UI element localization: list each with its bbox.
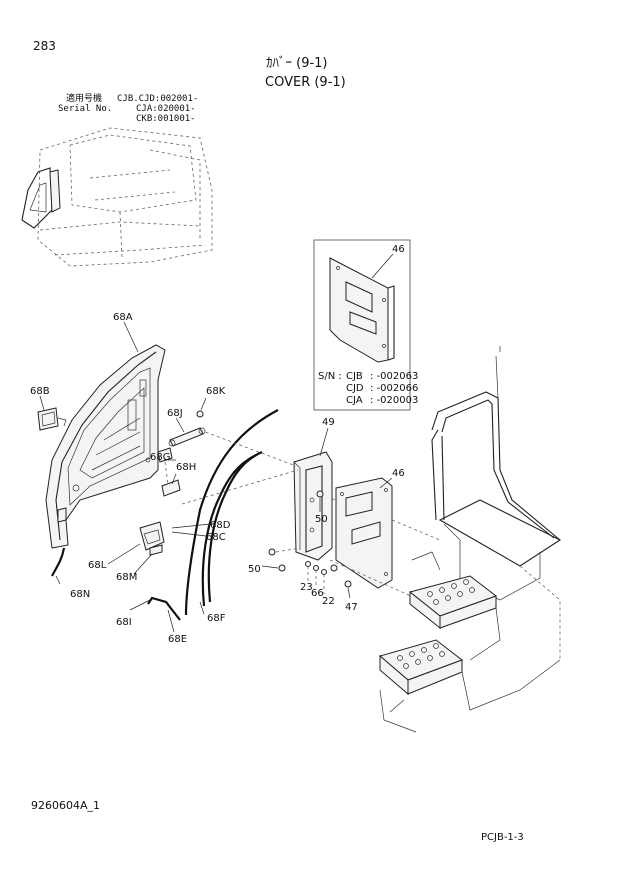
serial-line-1: CJB.CJD:002001- (117, 94, 199, 104)
clip-68l-68m (139, 521, 165, 556)
serial-label-en: Serial No. (58, 104, 113, 114)
nut-68k (196, 410, 204, 418)
callout-23: 23 (300, 582, 313, 593)
inset-code-1: CJB (346, 371, 363, 382)
machine-overview-sketch (21, 127, 213, 267)
bolt-50-lower (268, 548, 276, 556)
callout-68i: 68I (116, 617, 132, 628)
damper-68j (168, 427, 206, 447)
serial-label-jp: 適用号機 (66, 94, 103, 104)
drawing-reference: 9260604A_1 (31, 799, 101, 812)
mounting-panel-46 (335, 477, 393, 589)
cover-panel-68a (45, 344, 166, 549)
callout-22: 22 (322, 596, 335, 607)
inset-detail-frame (313, 239, 411, 411)
support-bracket-49 (293, 451, 333, 561)
assembly-guidelines (181, 429, 441, 601)
clip-68b (37, 407, 67, 431)
callout-66: 66 (311, 588, 324, 599)
callout-68c: 68C (206, 532, 226, 543)
inset-value-3: : -020003 (370, 395, 418, 406)
cables-68c-68f (51, 409, 279, 621)
machine-frame-steps (378, 346, 562, 733)
callout-46-main: 46 (392, 468, 405, 479)
inset-sn-label: S/N : (318, 371, 342, 382)
title-english: COVER (9-1) (265, 75, 346, 90)
page-number: 283 (33, 39, 56, 53)
inset-code-3: CJA (346, 395, 363, 406)
callout-50-lower: 50 (248, 564, 261, 575)
serial-line-2: CJA:020001- (136, 104, 196, 114)
title-japanese: ｶﾊﾞｰ (9-1) (266, 56, 328, 71)
callout-46-inset: 46 (392, 244, 405, 255)
callout-50-upper: 50 (315, 514, 328, 525)
inset-value-2: : -002066 (370, 383, 418, 394)
hardware-set (305, 561, 352, 594)
callout-68d: 68D (210, 520, 231, 531)
callout-68g: 68G (150, 452, 170, 463)
callout-68k: 68K (206, 386, 226, 397)
callout-68l: 68L (88, 560, 107, 571)
callout-68n: 68N (70, 589, 90, 600)
serial-line-3: CKB:001001- (136, 114, 196, 124)
callout-68j: 68J (167, 408, 183, 419)
bracket-68g-68h (157, 447, 181, 497)
callout-49: 49 (322, 417, 335, 428)
inset-value-1: : -002063 (370, 371, 418, 382)
callout-68m: 68M (116, 572, 137, 583)
page-code: PCJB-1-3 (481, 832, 524, 843)
bolt-50-lower-2 (278, 564, 286, 572)
callout-68e: 68E (168, 634, 187, 645)
callout-68f: 68F (207, 613, 226, 624)
inset-code-2: CJD (346, 383, 364, 394)
bolt-50-upper (316, 490, 324, 498)
callout-47: 47 (345, 602, 358, 613)
callout-68b: 68B (30, 386, 50, 397)
callout-68h: 68H (176, 462, 196, 473)
callout-68a: 68A (113, 312, 133, 323)
